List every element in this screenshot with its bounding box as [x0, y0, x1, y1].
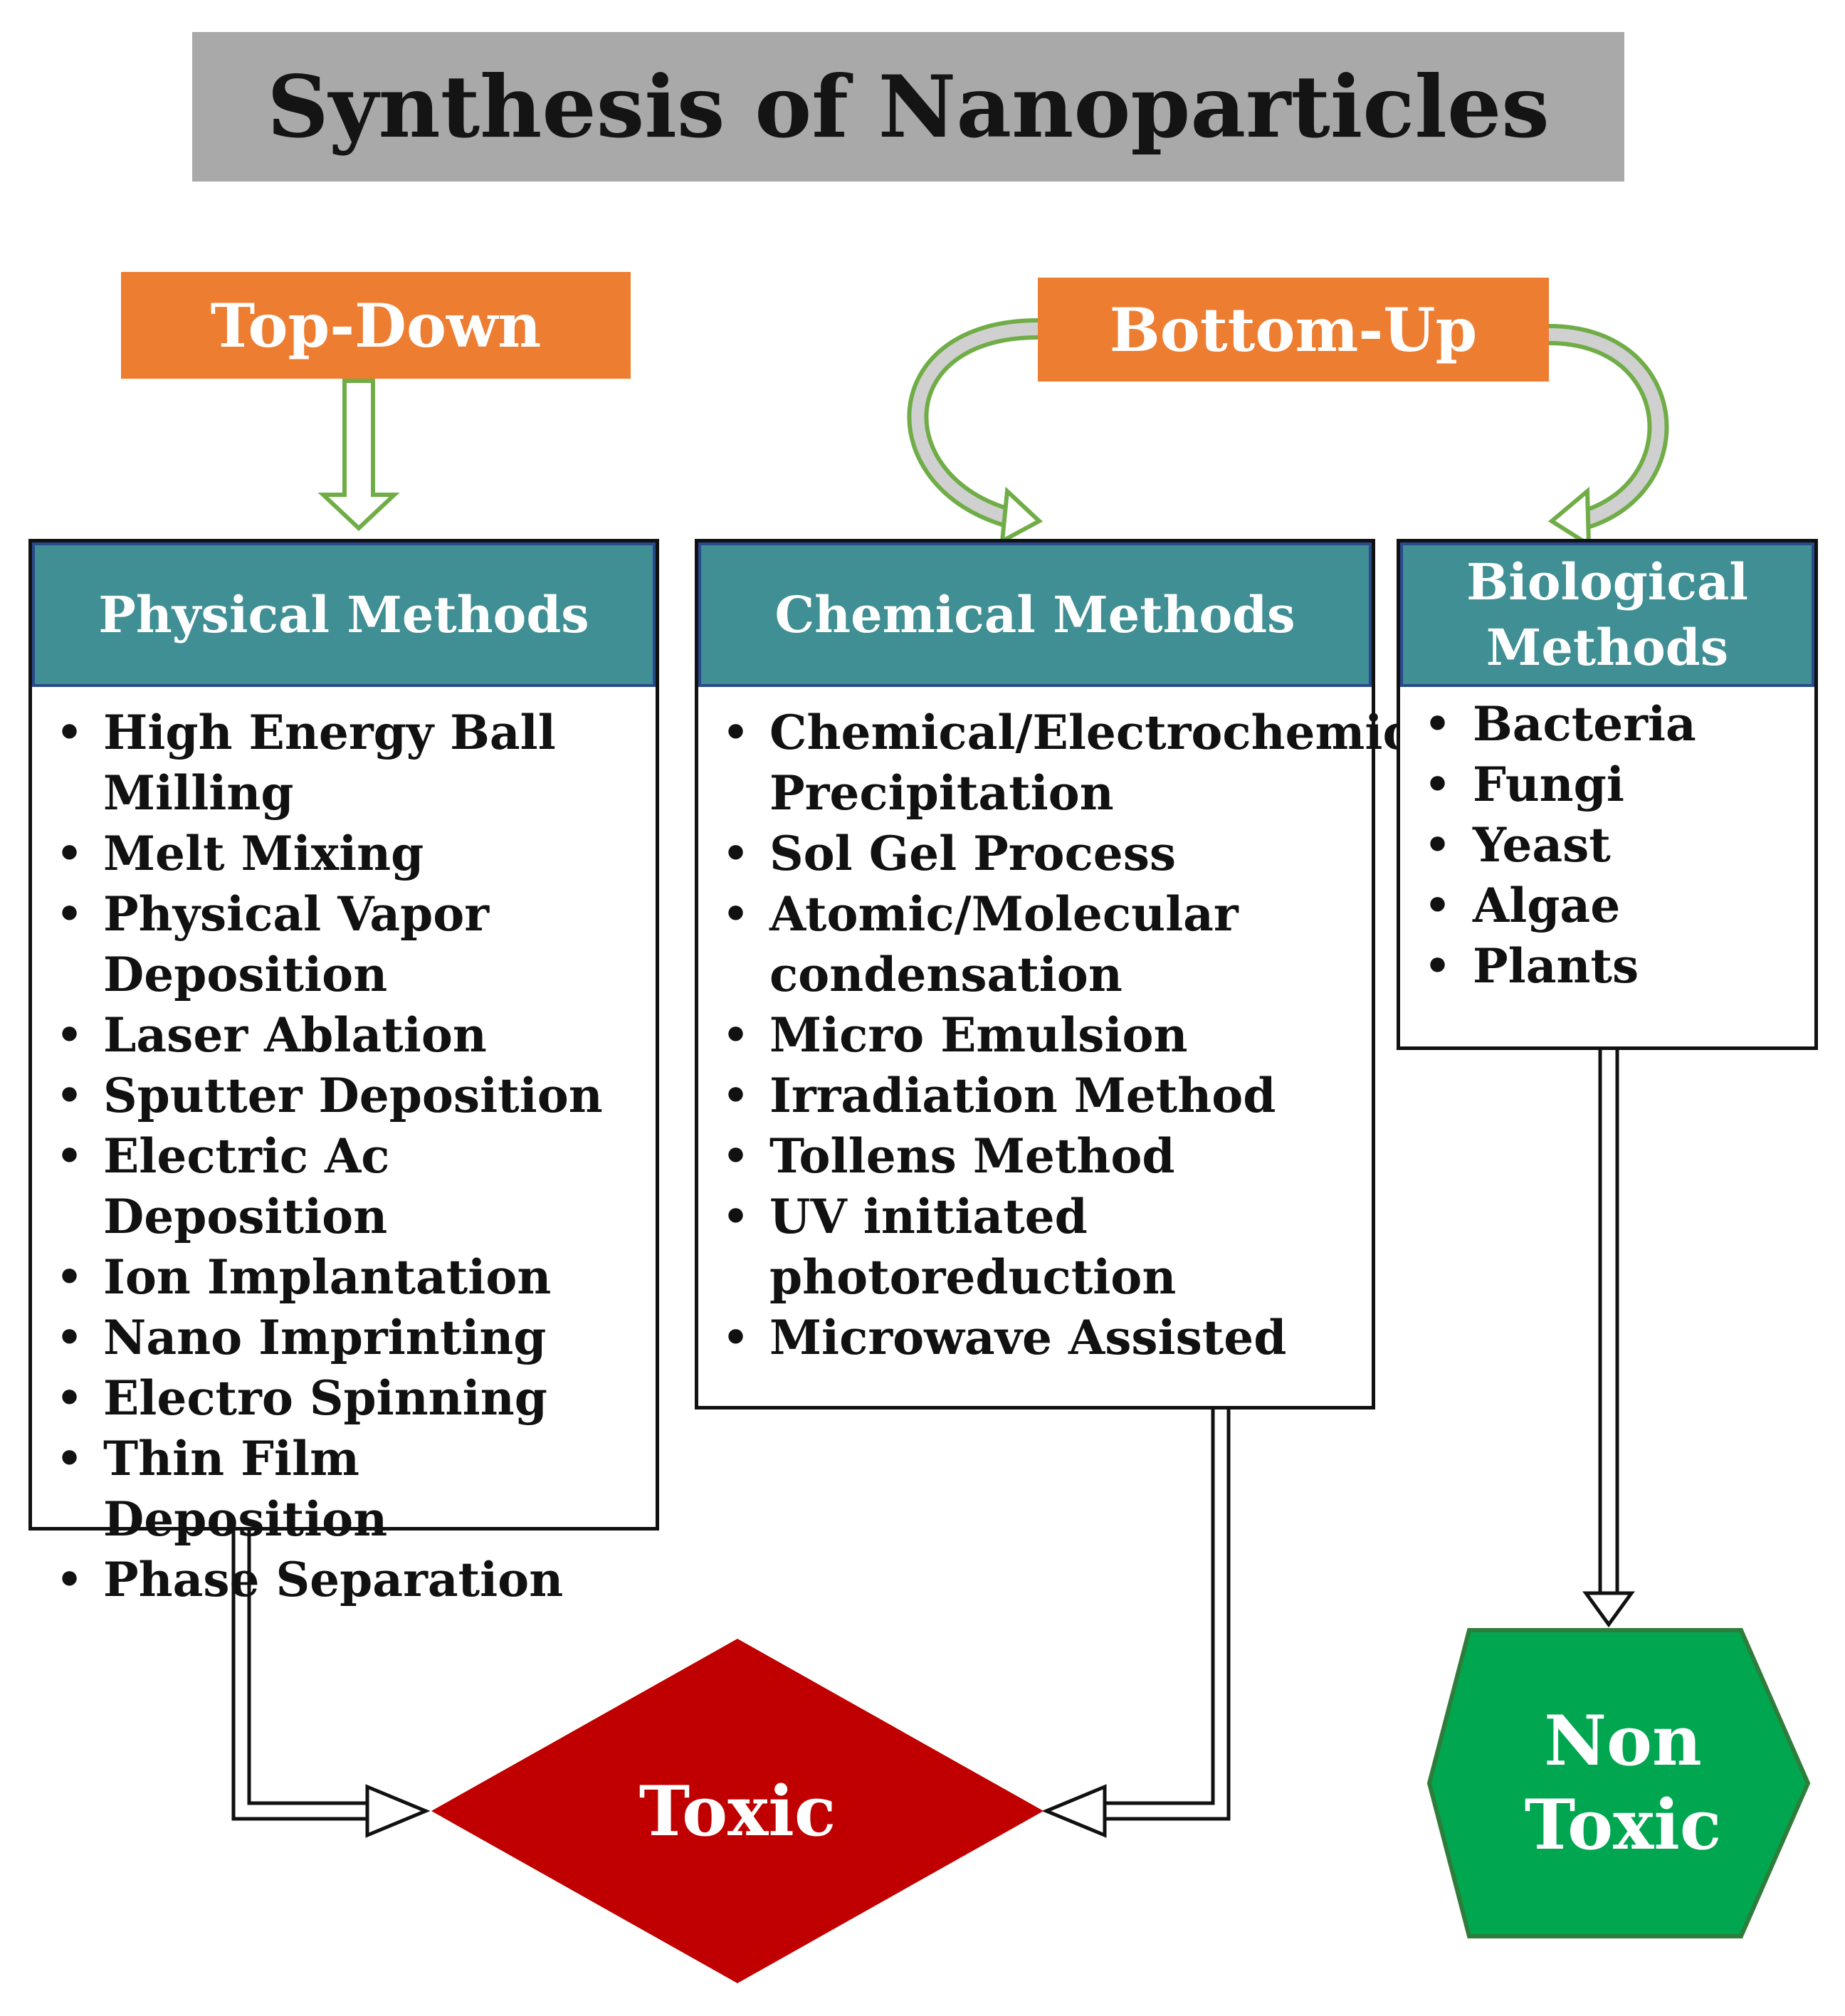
- toxic-label: Toxic: [638, 1770, 836, 1852]
- biological-methods-heading: Biological Methods: [1400, 542, 1814, 687]
- list-item: Melt Mixing: [32, 824, 648, 884]
- list-item: Bacteria: [1400, 694, 1807, 755]
- list-item: Physical Vapor Deposition: [32, 884, 648, 1005]
- toxic-diamond: [431, 1639, 1044, 1983]
- bottom-up-left-curved-arrow: [907, 318, 1044, 545]
- list-item: Thin Film Deposition: [32, 1429, 648, 1550]
- top-down-box: Top-Down: [121, 272, 631, 379]
- list-item: Micro Emulsion: [698, 1005, 1365, 1066]
- list-item: Sol Gel Process: [698, 824, 1365, 884]
- list-item: Electro Spinning: [32, 1368, 648, 1429]
- physical-to-toxic-arrow: [231, 1529, 431, 1838]
- top-down-arrow: [317, 379, 400, 532]
- list-item: Microwave Assisted: [698, 1308, 1365, 1368]
- list-item: High Energy Ball Milling: [32, 703, 648, 824]
- physical-methods-list: High Energy Ball Milling Melt Mixing Phy…: [32, 687, 656, 1610]
- physical-methods-heading: Physical Methods: [32, 542, 656, 687]
- non-toxic-label: Non Toxic: [1524, 1701, 1722, 1865]
- list-item: Irradiation Method: [698, 1066, 1365, 1126]
- list-item: Phase Separation: [32, 1550, 648, 1610]
- biological-methods-column: Biological Methods Bacteria Fungi Yeast …: [1397, 539, 1818, 1050]
- list-item: UV initiated photoreduction: [698, 1187, 1365, 1308]
- physical-methods-column: Physical Methods High Energy Ball Millin…: [28, 539, 659, 1610]
- list-item: Atomic/Molecular condensation: [698, 884, 1365, 1005]
- list-item: Tollens Method: [698, 1126, 1365, 1187]
- biological-to-nontoxic-arrow: [1582, 1046, 1635, 1628]
- bottom-up-box: Bottom-Up: [1038, 278, 1549, 382]
- chemical-methods-heading: Chemical Methods: [698, 542, 1372, 687]
- list-item: Algae: [1400, 876, 1807, 936]
- list-item: Plants: [1400, 936, 1807, 997]
- list-item: Yeast: [1400, 815, 1807, 876]
- biological-methods-list: Bacteria Fungi Yeast Algae Plants: [1400, 687, 1814, 997]
- non-toxic-hexagon: [1426, 1628, 1811, 1938]
- chemical-to-toxic-arrow: [1041, 1407, 1231, 1838]
- chemical-methods-column: Chemical Methods Chemical/Electrochemica…: [695, 539, 1459, 1409]
- chemical-methods-list: Chemical/Electrochemical Precipitation S…: [698, 687, 1459, 1368]
- list-item: Electric Ac Deposition: [32, 1126, 648, 1247]
- bottom-up-right-curved-arrow: [1547, 324, 1669, 549]
- list-item: Nano Imprinting: [32, 1308, 648, 1368]
- list-item: Sputter Deposition: [32, 1066, 648, 1126]
- diagram-title: Synthesis of Nanoparticles: [192, 32, 1624, 182]
- list-item: Chemical/Electrochemical Precipitation: [698, 703, 1459, 824]
- list-item: Laser Ablation: [32, 1005, 648, 1066]
- list-item: Ion Implantation: [32, 1247, 648, 1308]
- list-item: Fungi: [1400, 755, 1807, 815]
